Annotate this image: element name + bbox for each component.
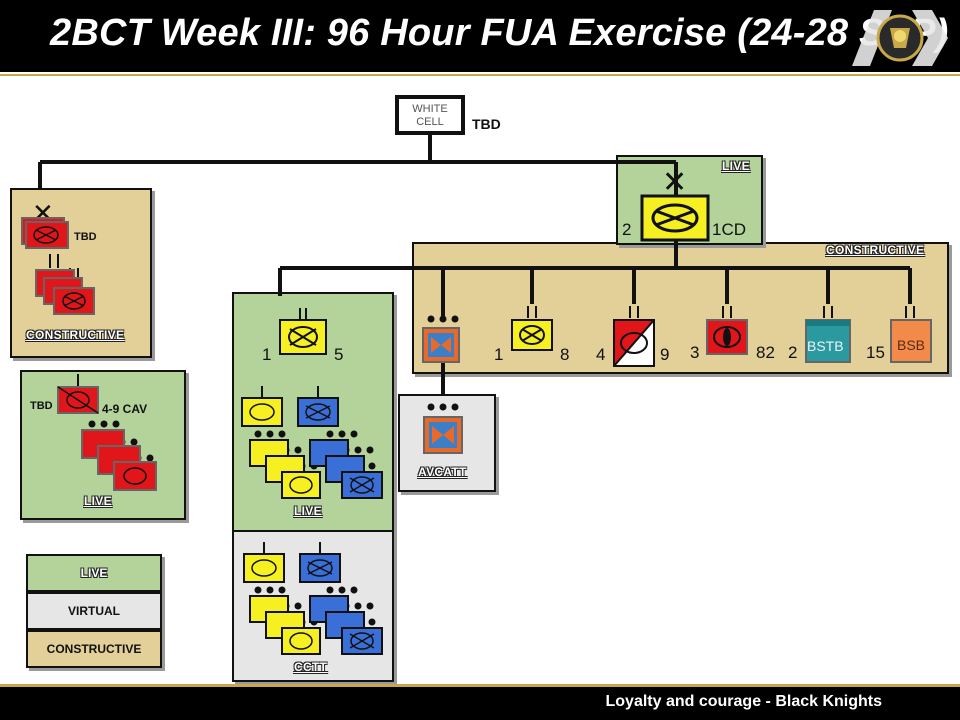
bsb-label: BSB (897, 337, 926, 353)
title-bar (0, 0, 960, 76)
cav-unit-label: 4-9 CAV (102, 402, 148, 416)
white-cell-box[interactable]: WHITE CELL (395, 95, 465, 135)
sub-1-8-left: 1 (494, 345, 504, 364)
live-center-label: LIVE (294, 504, 322, 518)
sub-4-9-right: 9 (660, 345, 670, 364)
white-cell-line2: CELL (416, 116, 444, 128)
bsb-icon (890, 306, 932, 363)
cav-tag: TBD (30, 400, 53, 412)
unit-4-9-icon (613, 306, 655, 367)
unit-crest-icon (852, 6, 948, 70)
sub-2-15-right: 15 (866, 343, 885, 362)
constructive-brigade-label: CONSTRUCTIVE (826, 243, 925, 257)
legend-constructive: CONSTRUCTIVE (26, 630, 162, 668)
cctt-label: CCTT (294, 660, 328, 674)
page-title: 2BCT Week III: 96 Hour FUA Exercise (24-… (50, 12, 949, 54)
footer-motto: Loyalty and courage - Black Knights (605, 693, 883, 710)
constructive-left-tag: TBD (74, 231, 97, 243)
infantry-battalion-1-8-icon (511, 306, 553, 351)
live-center-right-number: 5 (334, 345, 344, 364)
svg-text:✕: ✕ (662, 166, 687, 199)
footer-bar (0, 684, 960, 720)
sub-1-8-right: 8 (560, 345, 570, 364)
division-left-number: 2 (622, 220, 632, 239)
connector-lines (38, 135, 912, 396)
sub-4-9-left: 4 (596, 345, 606, 364)
unit-3-82-icon (706, 306, 748, 355)
bstb-icon (805, 306, 851, 363)
division-right-number: 1CD (712, 220, 747, 239)
division-live-label: LIVE (722, 159, 750, 173)
white-cell-status: TBD (472, 116, 501, 132)
legend-live: LIVE (26, 554, 162, 592)
legend-virtual: VIRTUAL (26, 592, 162, 630)
avcatt-label: AVCATT (418, 465, 467, 479)
legend-virtual-label: VIRTUAL (68, 604, 120, 618)
constructive-panel-left (10, 188, 152, 358)
aviation-unit-icon (422, 315, 460, 363)
live-center-left-number: 1 (262, 345, 272, 364)
legend-live-label: LIVE (80, 566, 108, 580)
sub-3-82-left: 3 (690, 343, 700, 362)
red-battalion-stack-icon (35, 254, 95, 315)
red-brigade-icon (21, 217, 69, 249)
constructive-left-label: CONSTRUCTIVE (26, 328, 125, 342)
cav-live-label: LIVE (84, 494, 112, 508)
constructive-brigade-panel (412, 242, 949, 374)
sub-2-15-left: 2 (788, 343, 798, 362)
sub-3-82-right: 82 (756, 343, 775, 362)
bstb-label: BSTB (807, 338, 844, 354)
legend-constructive-label: CONSTRUCTIVE (46, 642, 142, 656)
white-cell-line1: WHITE (412, 103, 448, 115)
